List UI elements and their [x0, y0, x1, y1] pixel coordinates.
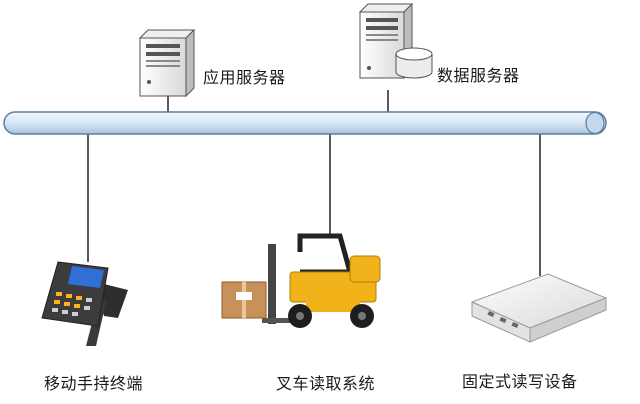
handheld-terminal-icon	[41, 261, 128, 346]
forklift-label: 叉车读取系统	[276, 374, 376, 393]
handheld-label: 移动手持终端	[44, 374, 144, 393]
connectors	[87, 90, 541, 276]
server-tower-icon	[138, 28, 196, 98]
forklift-icon	[221, 233, 381, 328]
fixed-rfid-reader-icon	[470, 273, 608, 343]
database-server-icon	[358, 2, 433, 80]
app-server-label: 应用服务器	[203, 68, 286, 87]
network-bus	[3, 111, 607, 135]
db-server-label: 数据服务器	[437, 66, 520, 85]
fixed-reader-label: 固定式读写设备	[462, 372, 578, 391]
